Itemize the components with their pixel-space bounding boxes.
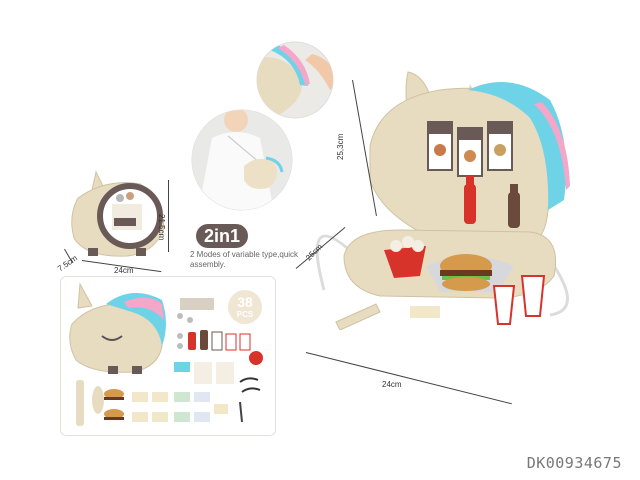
- modes-description: 2 Modes of variable type,quick assembly.: [190, 250, 299, 269]
- small-height-line: [168, 180, 169, 252]
- contents-unicorn-head: [69, 282, 166, 374]
- girl-wearing-bag-photo: [191, 109, 293, 211]
- two-in-one-badge: 2in1: [196, 224, 248, 248]
- product-sku: DK00934675: [526, 454, 622, 472]
- contents-accessories: [76, 298, 263, 426]
- closed-bag-image: [71, 170, 165, 257]
- small-height-label: 21.5cm: [157, 214, 166, 241]
- large-height-label: 25,3cm: [336, 133, 345, 160]
- large-width-label: 24cm: [382, 380, 402, 389]
- small-width-label: 24cm: [114, 266, 134, 275]
- pieces-unit: PCS: [236, 310, 254, 319]
- open-bag-image: [315, 71, 570, 330]
- large-width-line: [305, 352, 512, 405]
- hair-detail-photo: [256, 41, 334, 119]
- pieces-count-badge: 38 PCS: [228, 290, 262, 324]
- pieces-number: 38: [237, 294, 253, 310]
